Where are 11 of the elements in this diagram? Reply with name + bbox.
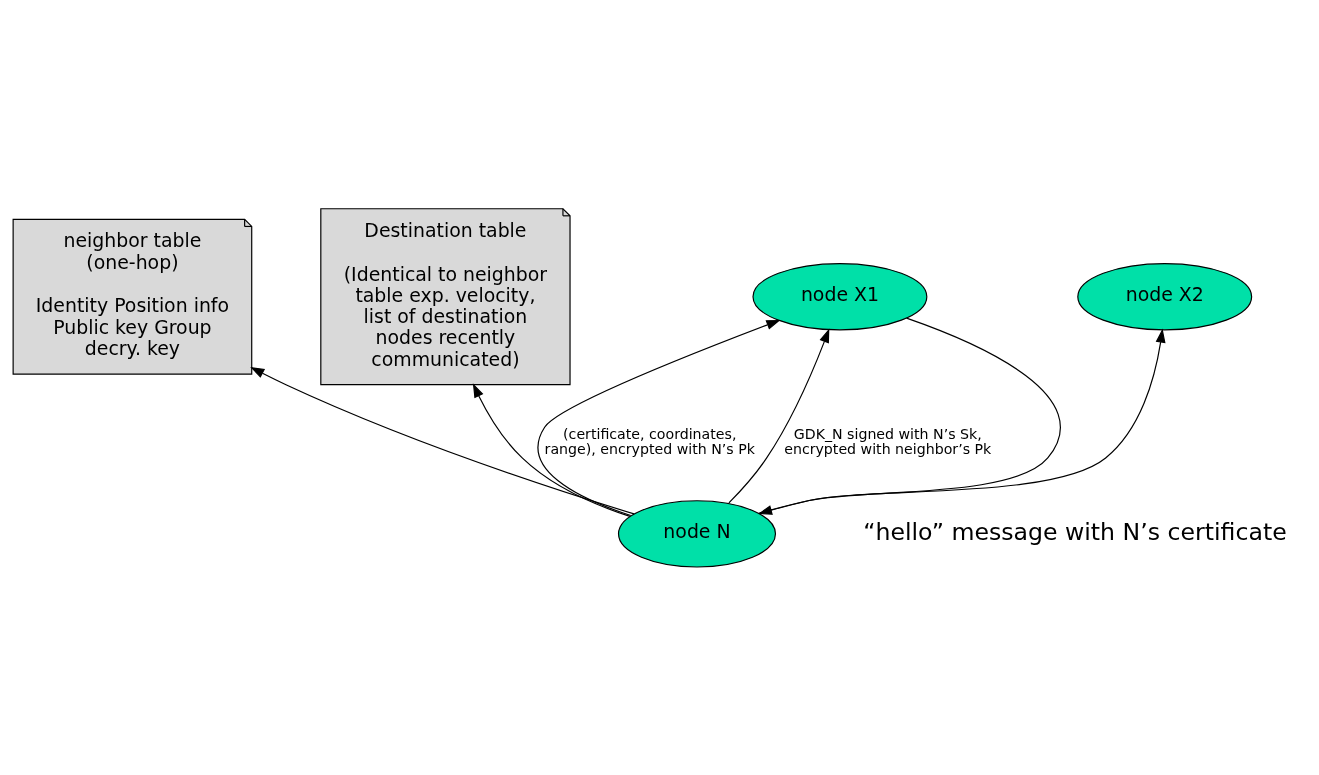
- arrow: [728, 327, 830, 504]
- label: “hello” message with N’s certificate: [863, 517, 1287, 546]
- edge-label: GDK_N signed with N’s Sk, encrypted with neighbor’s Pk: [784, 425, 992, 457]
- arrow: [537, 319, 781, 516]
- arrow: [758, 327, 1166, 514]
- arrow: [250, 366, 635, 514]
- edge-label: (certificate, coordinates, range), encrypted with N’s Pk: [544, 425, 755, 457]
- node-ellipse: node N: [617, 499, 777, 568]
- arrow: [472, 382, 631, 517]
- node-ellipse: node X2: [1077, 262, 1253, 330]
- arrow: [757, 317, 1061, 515]
